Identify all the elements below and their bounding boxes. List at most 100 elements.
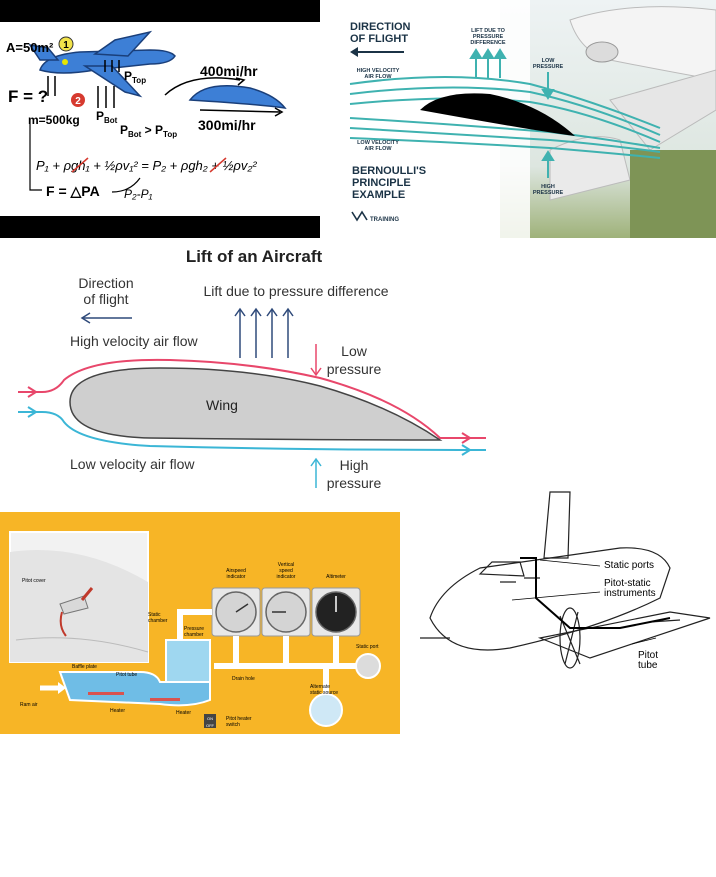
- high-pressure-line2: PRESSURE: [533, 190, 564, 196]
- lift-label: Lift due to pressure difference: [204, 283, 389, 299]
- switch-label-line2: switch: [226, 722, 240, 728]
- black-airfoil: [420, 93, 575, 136]
- static-lines: [177, 609, 360, 698]
- high-pressure-line1: HIGH: [541, 184, 555, 190]
- static-chamber-line1: Static: [148, 612, 161, 618]
- pitot-tube-line1: Pitot: [638, 650, 658, 661]
- flow-lines: [349, 76, 661, 159]
- airfoil-shape: [188, 85, 287, 109]
- pitot-static-lines: [520, 557, 671, 629]
- aircraft-drawing: Static ports Pitot-static instruments Pi…: [420, 491, 711, 671]
- static-port-label: Static port: [356, 644, 379, 650]
- static-ports-label: Static ports: [604, 560, 654, 571]
- low-pressure-line2: PRESSURE: [533, 64, 564, 70]
- low-pressure-arrow-icon: [310, 367, 322, 377]
- bernoulli-worksheet-panel: 1 2 A=50m² F = ? m=500kg PTop PBot PBot …: [0, 0, 320, 238]
- static-chamber-line2: chamber: [148, 618, 168, 624]
- pressure-comparison: PBot > PTop: [120, 123, 177, 139]
- vsi-label-line2: speed: [279, 568, 293, 574]
- plane-illustration: [28, 30, 176, 98]
- cancel-mark-2: [209, 157, 227, 173]
- direction-of-flight-line2: OF FLIGHT: [350, 33, 408, 45]
- low-velocity-line1: LOW VELOCITY: [357, 140, 399, 146]
- bernoulli-example-panel: DIRECTION OF FLIGHT LIFT DUE TO PRESSURE…: [330, 0, 716, 238]
- pressure-chamber-line1: Pressure: [184, 626, 204, 632]
- lift-label-line2: PRESSURE: [473, 34, 504, 40]
- pitot-heater-switch-icon: [204, 714, 216, 728]
- bottom-flow-line: [199, 109, 281, 113]
- badge-1-icon: [58, 36, 74, 52]
- worksheet-drawing: 1 2 A=50m² F = ? m=500kg PTop PBot PBot …: [6, 30, 287, 201]
- speed-top-label: 400mi/hr: [200, 63, 258, 79]
- wing-label: Wing: [206, 397, 238, 413]
- cancel-mark-1: [71, 157, 89, 173]
- alternate-line2: static source: [310, 690, 338, 696]
- mass-label: m=500kg: [28, 113, 80, 127]
- direction-line1: Direction: [78, 275, 133, 291]
- area-label: A=50m²: [6, 40, 54, 55]
- bernoulli-example-drawing: DIRECTION OF FLIGHT LIFT DUE TO PRESSURE…: [330, 0, 716, 238]
- vsi-label-line1: Vertical: [278, 562, 294, 568]
- pressure-chamber-line2: chamber: [184, 632, 204, 638]
- low-velocity-label: Low velocity air flow: [70, 456, 195, 472]
- pitot-tube-body: [58, 671, 211, 707]
- bottom-black-bar: [0, 216, 320, 238]
- direction-line2: of flight: [83, 291, 128, 307]
- low-pressure-line1: LOW: [542, 58, 556, 64]
- ram-air-label: Ram air: [20, 702, 38, 708]
- badge-1-label: 1: [63, 40, 69, 51]
- pressure-difference: P₂-P₁: [124, 187, 153, 201]
- force-equation: F = △PA: [46, 183, 100, 199]
- high-velocity-line1: HIGH VELOCITY: [357, 68, 400, 74]
- airspeed-label-line1: Airspeed: [226, 568, 246, 574]
- heater-element-2: [150, 698, 180, 701]
- badge-2-label: 2: [75, 96, 81, 107]
- airplane-outline: [420, 491, 711, 669]
- alternate-static-source-icon: [309, 693, 343, 727]
- derivation-arrow: [29, 120, 42, 191]
- high-velocity-line2: AIR FLOW: [364, 74, 392, 80]
- aircraft-line-drawing-panel: Static ports Pitot-static instruments Pi…: [420, 488, 716, 698]
- top-flow-line: [164, 77, 241, 96]
- high-pressure-line1: High: [340, 457, 369, 473]
- p-bot-label: PBot: [96, 109, 118, 125]
- heater-element-1: [88, 692, 124, 695]
- diagram-title: Lift of an Aircraft: [186, 247, 323, 266]
- pitot-cover-label: Pitot cover: [22, 578, 46, 584]
- low-velocity-line2: AIR FLOW: [364, 146, 392, 152]
- pitot-static-drawing: Pitot cover Airspeed indicator Vertical …: [9, 531, 381, 728]
- bernoulli-equation: P₁ + ρgh₁ + ½ρv₁² = P₂ + ρgh₂ + ½ρv₂²: [36, 158, 257, 173]
- heater-label-1: Heater: [110, 708, 125, 714]
- brand-label: TRAINING: [370, 217, 399, 223]
- lift-label-line3: DIFFERENCE: [470, 40, 505, 46]
- switch-off-label: OFF: [206, 723, 215, 728]
- lift-of-aircraft-panel: Lift of an Aircraft Direction of flight …: [0, 240, 520, 505]
- flight-direction-arrow-icon: [350, 47, 358, 57]
- brand-logo-icon: [351, 210, 368, 222]
- lift-diagram: Lift of an Aircraft Direction of flight …: [18, 247, 487, 491]
- ram-air-arrow-icon: [58, 682, 66, 694]
- force-question: F = ?: [8, 87, 48, 106]
- top-black-bar: [0, 0, 320, 22]
- vsi-label-line3: indicator: [277, 574, 296, 580]
- instruments-line2: instruments: [604, 588, 656, 599]
- pitot-tube-label: Pitot tube: [116, 672, 137, 678]
- p-top-label: PTop: [124, 69, 146, 85]
- example-title-line2: PRINCIPLE: [352, 177, 411, 189]
- instrument-panel: [211, 587, 361, 637]
- baffle-plate-label: Baffle plate: [72, 664, 97, 670]
- altimeter-label: Altimeter: [326, 574, 346, 580]
- badge-2-icon: [71, 93, 85, 107]
- direction-of-flight-line1: DIRECTION: [350, 21, 411, 33]
- switch-on-label: ON: [207, 716, 213, 721]
- lift-arrows: [469, 48, 555, 178]
- pitot-tube-line2: tube: [638, 660, 658, 671]
- wing-shape: [69, 367, 443, 441]
- high-pressure-line2: pressure: [327, 475, 382, 491]
- heater-label-2: Heater: [176, 710, 191, 716]
- high-pressure-arrow-icon: [310, 457, 322, 467]
- switch-label-line1: Pitot heater: [226, 716, 252, 722]
- alternate-line1: Alternate: [310, 684, 330, 690]
- high-velocity-flow-line: [18, 358, 486, 439]
- airspeed-label-line2: indicator: [227, 574, 246, 580]
